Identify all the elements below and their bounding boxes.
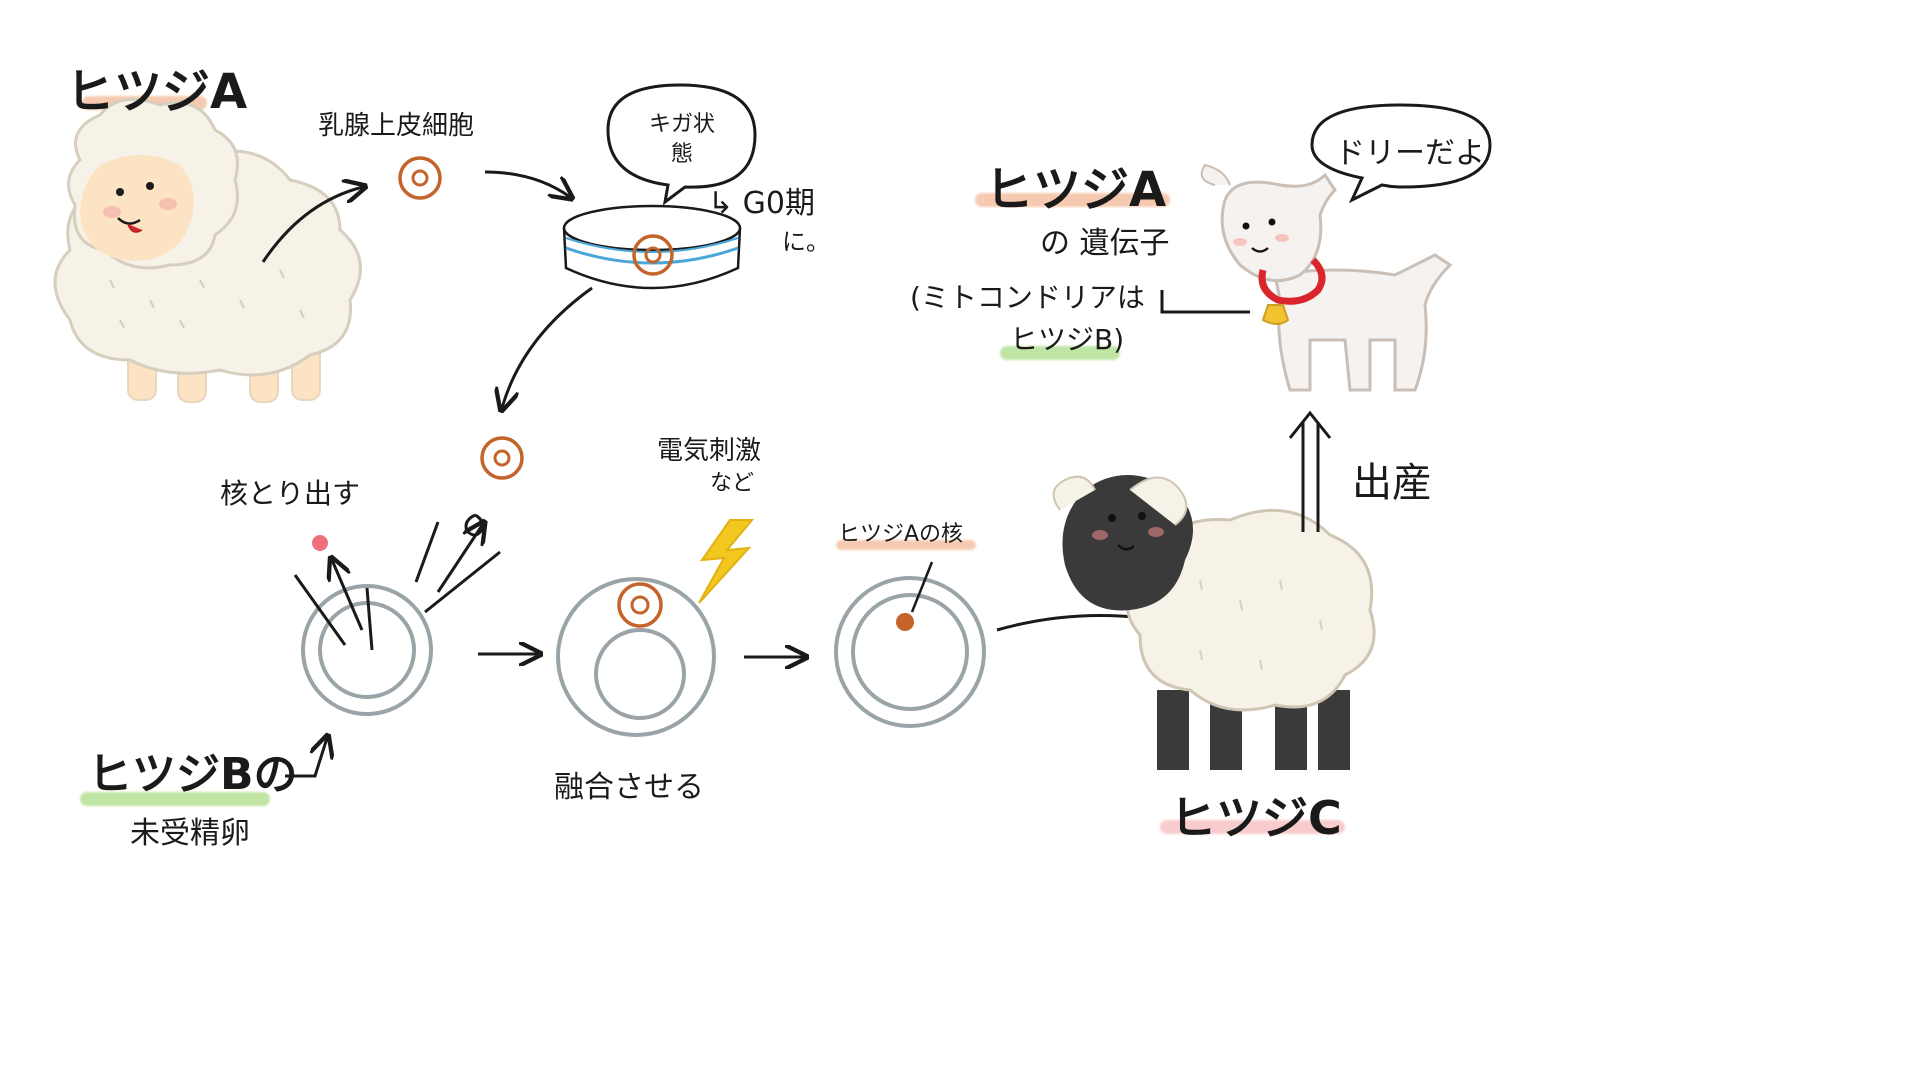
label-bubble-starve: キガ状態 — [648, 112, 715, 167]
label-sheep-b-egg: ヒツジBの — [88, 749, 298, 800]
label-genes-title: ヒツジA — [985, 162, 1167, 218]
label-sheep-c: ヒツジC — [1170, 791, 1342, 845]
sheep-a-icon — [53, 97, 362, 403]
dolly-lamb-icon — [1200, 163, 1453, 392]
label-dolly-speech: ドリーだよ — [1335, 136, 1485, 171]
highlight-sheep-b-egg — [80, 792, 270, 806]
speech-bubble-icon — [1310, 103, 1492, 204]
needle-strokes — [293, 513, 501, 651]
cell-icon — [398, 156, 442, 200]
label-sheep-a-nucleus: ヒツジAの核 — [838, 522, 964, 547]
label-extract-nucleus: 核とり出す — [220, 477, 361, 510]
extracted-nucleus — [312, 535, 328, 551]
label-genes-line3: ヒツジB) — [1010, 323, 1125, 356]
label-fuse: 融合させる — [554, 770, 704, 805]
highlight-sheep-b — [1000, 346, 1120, 360]
arrow-icon — [502, 286, 593, 408]
label-g0-line1: ↳ G0期 — [708, 186, 816, 221]
label-unfertilized-egg: 未受精卵 — [130, 816, 250, 851]
label-electric-stim-line1: 電気刺激 — [657, 436, 762, 466]
arrow-icon — [285, 738, 327, 778]
cell-icon — [834, 561, 986, 728]
label-mammary-cell: 乳腺上皮細胞 — [318, 111, 475, 141]
sheep-c-icon — [1052, 475, 1376, 770]
highlight-genes-title — [975, 193, 1170, 207]
label-birth: 出産 — [1352, 460, 1432, 506]
highlight-sheep-c — [1160, 820, 1345, 834]
petri-dish-icon — [562, 204, 742, 290]
arrow-icon — [484, 170, 570, 197]
speech-bubble-icon — [606, 83, 757, 206]
connector-line — [1160, 290, 1250, 314]
lightning-bolt-icon — [698, 519, 755, 604]
label-g0-line2: に。 — [782, 228, 830, 256]
label-genes-line1: の 遺伝子 — [1040, 226, 1170, 261]
birth-arrow-icon — [1288, 410, 1332, 532]
label-genes-line2: (ミトコンドリアは — [910, 281, 1145, 314]
arrow-icon — [261, 187, 363, 263]
label-sheep-a: ヒツジA — [66, 64, 248, 120]
cell-icon — [480, 436, 524, 480]
highlight-sheep-a-nucleus — [836, 540, 976, 550]
label-electric-stim-line2: など — [710, 471, 755, 496]
cell-icon — [556, 577, 716, 737]
